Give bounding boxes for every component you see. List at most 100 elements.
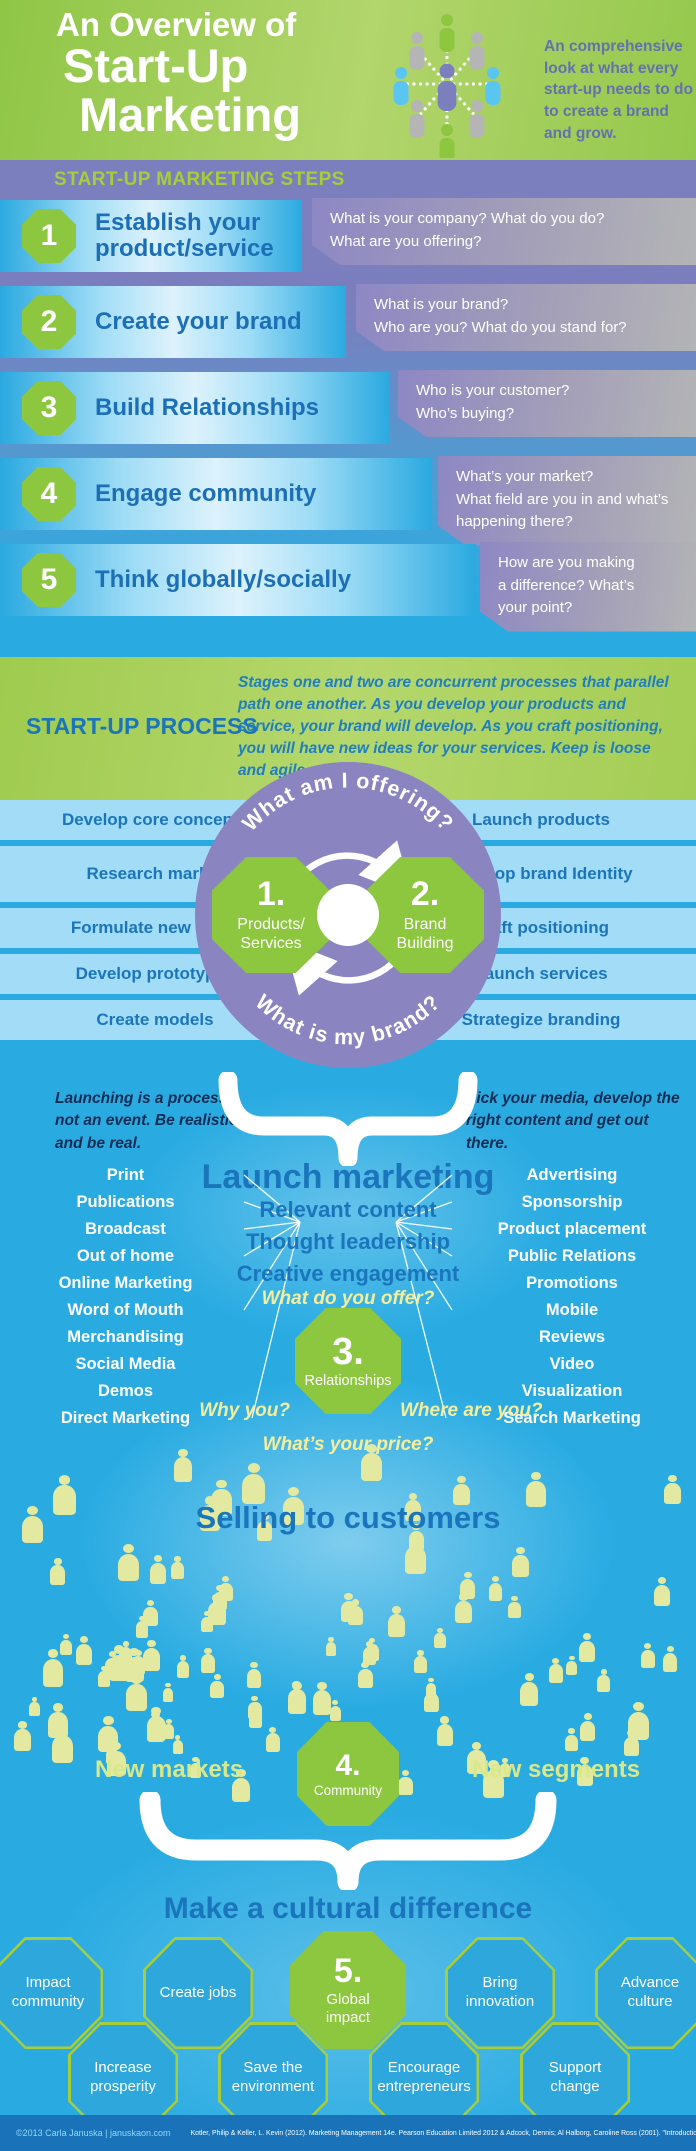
channel-item: Online Marketing — [58, 1274, 193, 1292]
step-1-number-badge: 1 — [22, 209, 76, 263]
person-icon — [508, 1595, 521, 1618]
community-octagon: 4. Community — [297, 1722, 399, 1826]
customer-crowd — [0, 1440, 696, 1803]
octagon-impact-community: Impact community — [0, 1937, 103, 2049]
page-title: An Overview of Start-Up Marketing — [52, 6, 301, 142]
person-icon — [640, 1643, 655, 1668]
process-left-item: Develop core concepts — [61, 810, 249, 830]
step-5-bar: 5 Think globally/socially — [0, 544, 476, 616]
new-markets-label: New markets — [95, 1756, 244, 1783]
process-right-item: Strategize branding — [461, 1010, 621, 1030]
relationships-label: Relationships — [304, 1373, 392, 1389]
step-3-bar: 3 Build Relationships — [0, 372, 390, 444]
left-channel-list: Print Publications Broadcast Out of home… — [8, 1162, 243, 1432]
person-icon — [362, 1640, 377, 1666]
process-left-item: Research market — [86, 864, 224, 884]
person-icon — [576, 1756, 593, 1786]
step-4: 4 Engage community What’s your market? W… — [0, 458, 696, 530]
channel-item: Out of home — [76, 1247, 175, 1265]
pillar-item: Thought leadership — [245, 1229, 451, 1254]
footer: ©2013 Carla Januska | januskaon.com Kotl… — [0, 2115, 696, 2151]
person-icon — [142, 1639, 160, 1671]
octagon-label: Bring innovation — [447, 1939, 553, 2047]
person-icon — [218, 1576, 233, 1601]
person-icon — [256, 1513, 273, 1542]
cycle-node-brand-building: 2. Brand Building — [366, 857, 484, 973]
title-line-3: Marketing — [79, 88, 301, 142]
person-icon — [653, 1576, 671, 1607]
person-icon — [265, 1726, 280, 1753]
octagon-create-jobs: Create jobs — [143, 1937, 253, 2049]
step-2-bar: 2 Create your brand — [0, 286, 346, 358]
person-icon — [340, 1593, 357, 1623]
cycle-bottom-question: What is my brand? — [251, 990, 444, 1050]
octagon-bring-innovation: Bring innovation — [445, 1937, 555, 2049]
citation-text: Kotler, Philip & Keller, L. Kevin (2012)… — [190, 2129, 696, 2137]
channel-item: Video — [549, 1355, 595, 1373]
person-icon — [172, 1735, 183, 1754]
person-icon — [623, 1729, 639, 1757]
person-icon — [453, 1476, 470, 1506]
person-icon — [565, 1728, 578, 1752]
step-5-label: Think globally/socially — [95, 566, 352, 594]
person-icon — [242, 1462, 266, 1505]
person-icon — [414, 1650, 427, 1674]
channel-item: Reviews — [538, 1328, 606, 1346]
person-icon — [246, 1662, 262, 1689]
title-line-1: An Overview of — [56, 6, 297, 43]
octagon-label: Increase prosperity — [70, 2024, 176, 2132]
question-where-are-you: Where are you? — [400, 1400, 543, 1421]
relationships-octagon: 3. Relationships — [295, 1308, 401, 1414]
person-icon — [663, 1646, 678, 1672]
person-icon — [525, 1471, 546, 1508]
person-icon — [664, 1475, 681, 1505]
svg-text:What is my brand?: What is my brand? — [251, 990, 445, 1050]
person-icon — [329, 1700, 342, 1721]
person-icon — [210, 1674, 224, 1698]
person-icon — [200, 1496, 220, 1531]
person-icon — [434, 1627, 446, 1648]
person-icon — [325, 1637, 337, 1656]
process-right-item: Launch services — [474, 964, 608, 984]
channel-item: Advertising — [526, 1166, 618, 1184]
person-icon — [146, 1706, 167, 1742]
launch-right-note: Pick your media, develop the right conte… — [466, 1090, 680, 1152]
person-icon — [189, 1757, 202, 1779]
cycle-curved-text-and-arrows: What am I offering? What is my brand? — [238, 768, 458, 1050]
question-what-do-you-offer: What do you offer? — [261, 1288, 435, 1309]
person-icon — [176, 1655, 190, 1679]
channel-item: Print — [106, 1166, 145, 1184]
cultural-difference-heading: Make a cultural difference — [163, 1892, 533, 1925]
people-network-icon — [393, 14, 501, 158]
octagon-label: Advance culture — [597, 1939, 696, 2047]
cycle-node-1-number: 1. — [256, 875, 286, 914]
person-icon — [105, 1743, 117, 1765]
channel-item: Sponsorship — [521, 1193, 623, 1211]
new-segments-label: New segments — [472, 1756, 641, 1783]
process-right-item: Craft positioning — [473, 918, 609, 938]
step-1-questions: What is your company? What do you do? Wh… — [312, 198, 696, 265]
person-icon — [454, 1593, 472, 1624]
channel-item: Social Media — [75, 1355, 176, 1373]
step-1-label: Establish your product/service — [95, 209, 274, 262]
channel-item: Promotions — [526, 1274, 618, 1292]
channel-item: Search Marketing — [503, 1409, 641, 1427]
person-icon — [105, 1650, 120, 1677]
launch-content-pillars: Relevant content Thought leadership Crea… — [0, 1194, 696, 1290]
channel-item: Word of Mouth — [67, 1301, 184, 1319]
person-icon — [387, 1606, 405, 1638]
pillar-item: Creative engagement — [236, 1261, 460, 1286]
person-icon — [578, 1633, 596, 1663]
person-icon — [482, 1759, 505, 1799]
person-icon — [98, 1665, 111, 1688]
selling-to-customers-heading: Selling to customers — [195, 1500, 501, 1535]
person-icon — [14, 1721, 32, 1752]
question-why-you: Why you? — [199, 1400, 290, 1421]
step-3-label: Build Relationships — [95, 394, 320, 422]
brace-launch — [218, 1072, 478, 1166]
global-impact-number: 5. — [333, 1951, 363, 1990]
global-impact-label: Global impact — [325, 1990, 371, 2026]
channel-item: Publications — [76, 1193, 175, 1211]
person-icon — [312, 1681, 332, 1716]
